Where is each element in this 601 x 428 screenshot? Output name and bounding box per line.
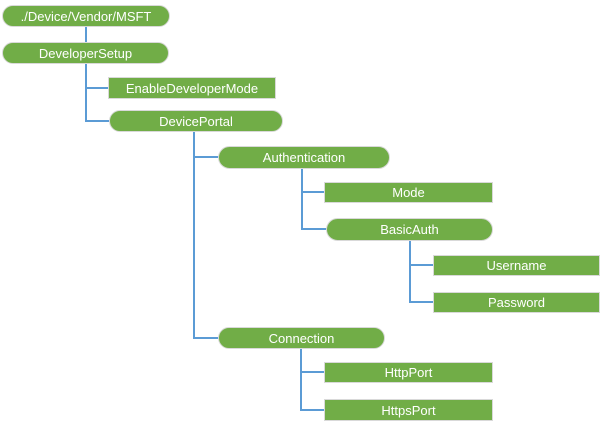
connector-deviceportal-to-connection [193,337,219,339]
connector-connection-to-httpport [300,371,325,373]
node-developersetup: DeveloperSetup [2,42,169,64]
node-httpsport: HttpsPort [324,399,493,421]
connector-developersetup-to-deviceportal [85,120,110,122]
node-enabledevelopermode: EnableDeveloperMode [108,77,276,99]
node-password: Password [433,292,600,313]
connector-authentication-to-mode [301,191,325,193]
connector-connection-to-httpsport [300,409,325,411]
connector-deviceportal-to-children-trunk [193,132,195,339]
connector-developersetup-to-enabledevelopermode [85,87,109,89]
node-httpport: HttpPort [324,362,493,383]
node-authentication: Authentication [218,146,390,169]
node-connection: Connection [218,327,385,349]
connector-authentication-to-basicauth [301,228,327,230]
connector-developersetup-to-children-trunk [85,64,87,122]
connector-basicauth-to-password [409,301,434,303]
node-username: Username [433,255,600,276]
connector-deviceportal-to-authentication [193,156,219,158]
node-deviceportal: DevicePortal [109,110,283,132]
node-device-vendor-msft: ./Device/Vendor/MSFT [2,5,170,27]
connector-authentication-to-children-trunk [301,169,303,230]
connector-basicauth-to-children-trunk [409,241,411,303]
node-basicauth: BasicAuth [326,218,493,241]
connector-device-vendor-msft-to-developersetup [85,27,87,42]
node-mode: Mode [324,182,493,203]
connector-connection-to-children-trunk [300,349,302,411]
connector-basicauth-to-username [409,264,434,266]
